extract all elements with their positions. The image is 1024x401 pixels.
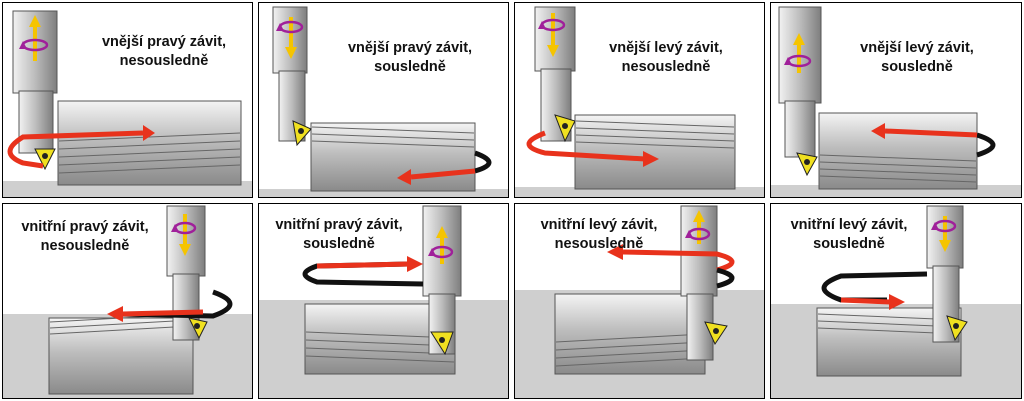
panel-label: vnější levý závit,nesousledně <box>609 40 723 75</box>
panel-internal-right-climb: vnitřní pravý závit,sousledně <box>258 203 509 399</box>
feed-arrow <box>410 168 476 180</box>
workpiece <box>310 122 476 192</box>
feed-arrow <box>7 130 144 169</box>
panel-external-left-conventional: vnější levý závit,nesousledně <box>514 2 765 198</box>
return-arrow <box>474 150 492 174</box>
panel-5-illustration <box>3 205 252 398</box>
thread-grooves <box>58 132 241 174</box>
workpiece <box>554 293 706 375</box>
return-arrow <box>716 267 735 289</box>
return-arrow <box>302 261 424 287</box>
workpiece <box>48 317 194 395</box>
panel-label: vnitřní pravý závit,sousledně <box>275 217 403 252</box>
ground <box>515 187 764 197</box>
panel-label: vnější pravý závit,sousledně <box>347 40 473 75</box>
feed-arrow <box>122 309 204 317</box>
panel-external-right-conventional: vnější pravý závit,nesousledně <box>2 2 253 198</box>
panel-label: vnější pravý závit,nesousledně <box>101 34 227 69</box>
panel-internal-left-climb: vnitřní levý závit,sousledně <box>770 203 1022 399</box>
workpiece <box>57 100 242 186</box>
panel-7-illustration <box>515 205 764 398</box>
panel-6-illustration <box>259 205 508 398</box>
panel-label: vnitřní levý závit,nesousledně <box>540 217 658 252</box>
return-arrow <box>122 289 233 319</box>
panel-4-illustration <box>771 6 1021 197</box>
return-arrow <box>976 132 996 158</box>
panel-1-illustration <box>3 10 252 197</box>
panel-label: vnitřní levý závit,sousledně <box>790 217 908 252</box>
tool-shank <box>932 265 960 343</box>
panel-external-left-climb: vnější levý závit,sousledně <box>770 2 1022 198</box>
feed-arrow <box>526 130 646 162</box>
panel-internal-right-conventional: vnitřní pravý závit,nesousledně <box>2 203 253 399</box>
panel-3-illustration <box>515 6 764 197</box>
panel-external-right-climb: vnější pravý závit,sousledně <box>258 2 509 198</box>
panel-internal-left-conventional: vnitřní levý závit,nesousledně <box>514 203 765 399</box>
panel-8-illustration <box>771 205 1021 398</box>
thread-grooves <box>819 154 977 183</box>
thread-grooves <box>575 120 735 149</box>
feed-arrow <box>316 261 410 269</box>
feed-arrow <box>622 249 735 273</box>
thread-grooves <box>311 126 475 148</box>
workpiece <box>818 112 978 190</box>
feed-arrow <box>884 128 978 138</box>
panel-label: vnější levý závit,sousledně <box>860 40 974 75</box>
panel-2-illustration <box>259 6 508 197</box>
ground <box>259 189 508 197</box>
panel-label: vnitřní pravý závit,nesousledně <box>21 219 149 254</box>
return-arrow <box>821 271 928 303</box>
workpiece <box>574 114 736 190</box>
tool-shank <box>18 90 54 154</box>
thread-grooves <box>555 333 705 367</box>
feed-arrow <box>840 297 892 305</box>
tool-shank <box>784 100 816 158</box>
